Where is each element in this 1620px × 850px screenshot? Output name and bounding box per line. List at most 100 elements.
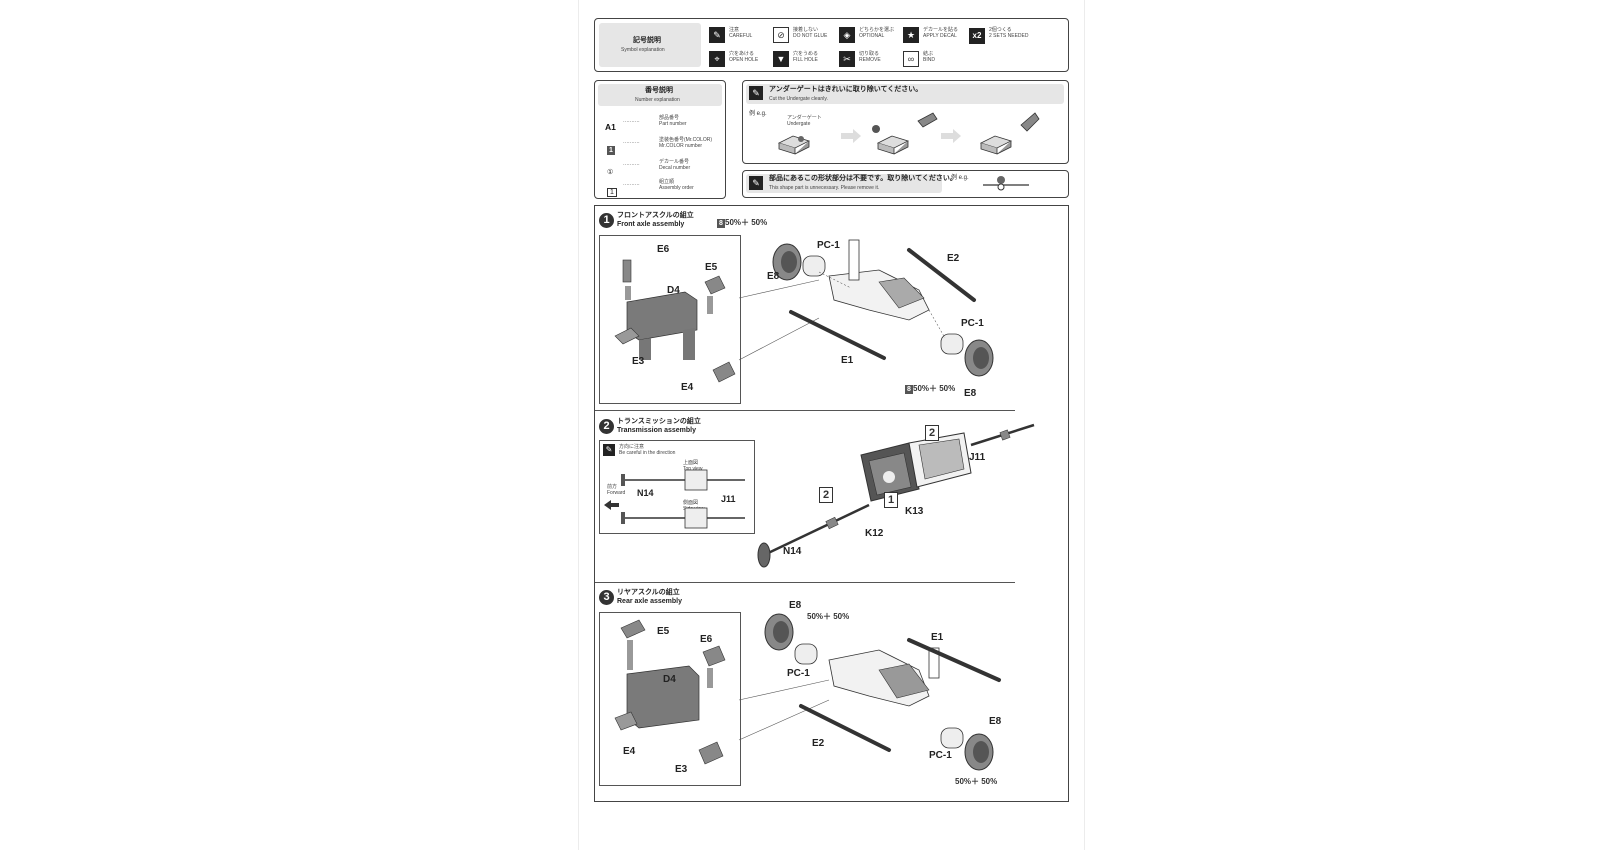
step-title-jp: トランスミッションの組立 xyxy=(617,418,701,425)
step1-front-axle-diagram xyxy=(614,239,994,383)
color-number-badge: 1 xyxy=(607,146,615,155)
assembly-order-badge: 1 xyxy=(607,188,617,197)
step1-inset-box xyxy=(599,235,741,404)
part-label-e4: E4 xyxy=(681,382,694,393)
part-label-e2: E2 xyxy=(947,253,960,264)
part-label-e8: E8 xyxy=(789,600,802,611)
color-badge: 8 xyxy=(717,219,725,228)
step-divider xyxy=(595,410,1015,411)
shape-remove-panel: ✎ 部品にあるこの形状部分は不要です。取り除いてください。 This shape… xyxy=(742,170,1069,198)
number-jp: 組立順 xyxy=(659,179,675,185)
careful-icon: ✎ xyxy=(709,27,725,43)
number-title-jp: 番号説明 xyxy=(645,87,673,94)
symbol-en: APPLY DECAL xyxy=(923,33,957,39)
part-label-e4: E4 xyxy=(623,746,636,757)
step-title-jp: フロントアスクルの組立 xyxy=(617,212,694,219)
number-explanation-panel: 番号説明 Number explanation A1 ·········· 部品… xyxy=(594,80,726,199)
part-label-e1: E1 xyxy=(931,632,944,643)
number-en: Part number xyxy=(659,121,687,127)
part-label-pc1: PC-1 xyxy=(929,750,952,761)
transmission-diagram xyxy=(757,423,1035,568)
decal-number-badge: ① xyxy=(607,169,614,176)
symbol-jp: どちらかを選ぶ xyxy=(859,27,895,33)
number-jp: 部品番号 xyxy=(659,115,680,121)
number-key: A1 xyxy=(605,122,616,132)
step-title-en: Transmission assembly xyxy=(617,427,696,434)
symbol-en: 2 SETS NEEDED xyxy=(989,33,1029,39)
number-en: Assembly order xyxy=(659,185,694,191)
part-label-e5: E5 xyxy=(657,626,670,637)
symbol-jp: 2個つくる xyxy=(989,27,1012,33)
symbol-jp: 切り取る xyxy=(859,51,880,57)
step-divider xyxy=(595,582,1015,583)
color-mix-text: 50%＋ 50% xyxy=(913,384,956,393)
step-number: 1 xyxy=(599,213,614,228)
undergate-panel: ✎ アンダーゲートはきれいに取り除いてください。 Cut the Underga… xyxy=(742,80,1069,164)
part-label-k12: K12 xyxy=(865,528,884,539)
symbol-jp: 穴をうめる xyxy=(793,51,819,57)
undergate-title-en: Cut the Undergate cleanly. xyxy=(769,96,828,102)
undergate-diagram xyxy=(777,112,1040,155)
step-number: 2 xyxy=(599,419,614,434)
color-mix-text: 50%＋ 50% xyxy=(955,777,998,786)
part-label-e6: E6 xyxy=(700,634,713,645)
direction-diagram xyxy=(604,469,745,529)
fill-hole-icon: ▼ xyxy=(773,51,789,67)
step3-rear-axle-diagram xyxy=(614,613,1001,771)
symbol-en: OPEN HOLE xyxy=(729,57,759,63)
part-label-k13: K13 xyxy=(905,506,924,517)
number-jp: デカール番号 xyxy=(659,159,690,165)
part-label-n14: N14 xyxy=(637,488,654,498)
assembly-order-badge: 2 xyxy=(925,425,939,441)
part-label-e8: E8 xyxy=(767,271,780,282)
symbol-en: REMOVE xyxy=(859,57,881,63)
symbol-en: DO NOT GLUE xyxy=(793,33,828,39)
number-jp: 塗装色番号(Mr.COLOR) xyxy=(659,137,713,143)
careful-icon: ✎ xyxy=(749,176,763,190)
careful-icon: ✎ xyxy=(749,86,763,100)
remove-icon: ✂ xyxy=(839,51,855,67)
number-row-color: 1 ·········· 塗装色番号(Mr.COLOR)Mr.COLOR num… xyxy=(607,137,725,157)
part-label-n14: N14 xyxy=(783,546,802,557)
direction-note-box xyxy=(599,440,755,534)
part-label-e8: E8 xyxy=(964,388,977,399)
symbol-title-en: Symbol explanation xyxy=(621,47,665,53)
color-mix-label: 50%＋ 50% xyxy=(955,776,997,787)
step-title-en: Front axle assembly xyxy=(617,221,685,228)
optional-icon: ◈ xyxy=(839,27,855,43)
x2-icon: x2 xyxy=(969,28,985,44)
symbol-jp: デカールを貼る xyxy=(923,27,959,33)
symbol-jp: 穴をあける xyxy=(729,51,755,57)
shape-title-jp: 部品にあるこの形状部分は不要です。取り除いてください。 xyxy=(769,175,957,182)
symbol-en: FILL HOLE xyxy=(793,57,818,63)
part-label-e8: E8 xyxy=(989,716,1002,727)
part-label-e5: E5 xyxy=(705,262,718,273)
color-mix-label: 50%＋ 50% xyxy=(807,611,849,622)
part-label-pc1: PC-1 xyxy=(961,318,984,329)
color-mix-text: 50%＋ 50% xyxy=(725,218,768,227)
symbol-jp: 結ぶ xyxy=(923,51,934,57)
part-label-e1: E1 xyxy=(841,355,854,366)
color-badge: 8 xyxy=(905,385,913,394)
assembly-order-badge: 2 xyxy=(819,487,833,503)
step-number: 3 xyxy=(599,590,614,605)
part-label-e3: E3 xyxy=(675,764,688,775)
do-not-glue-icon: ⊘ xyxy=(773,27,789,43)
star-icon: ★ xyxy=(903,27,919,43)
drill-icon: ⌖ xyxy=(709,51,725,67)
